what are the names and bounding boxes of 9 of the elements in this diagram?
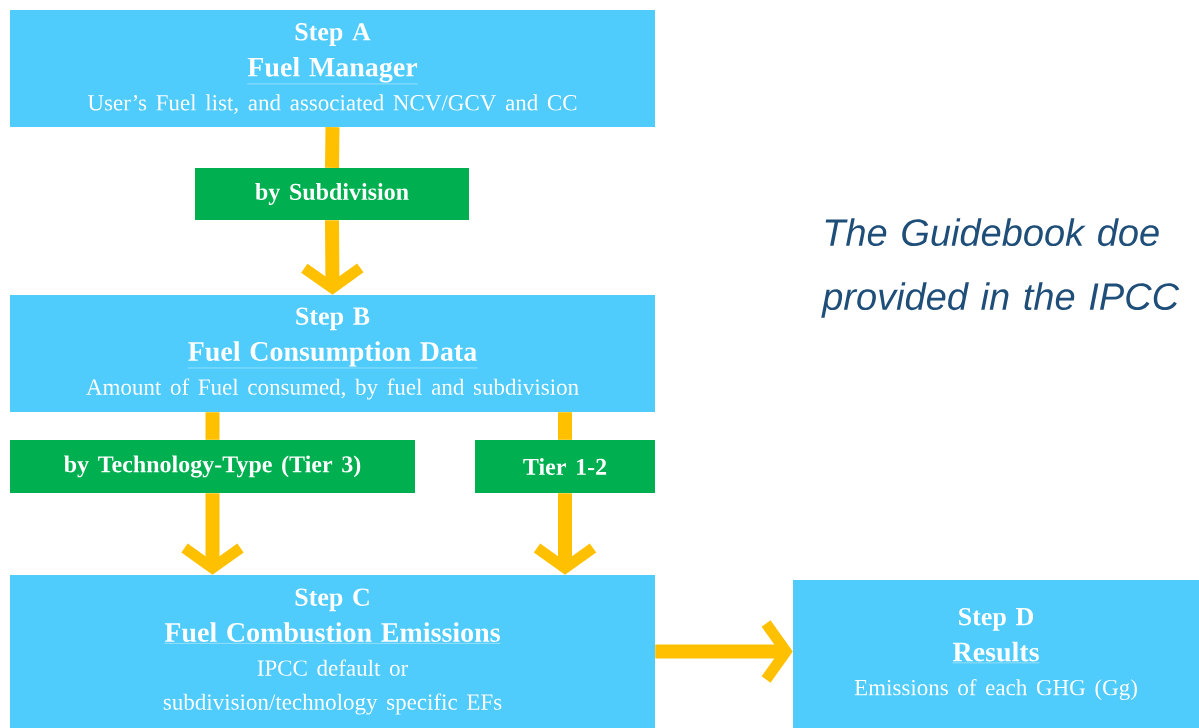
heading-text: The Guidebook doe provided in the IPCC	[821, 218, 1180, 318]
condition-box: by Subdivision	[195, 168, 469, 220]
step-box: Step B Fuel Consumption Data Amount of Fuel consumed, by fuel and subdivision	[10, 295, 655, 412]
step-box: Step C Fuel Combustion Emissions IPCC default or subdivision/technology specific EFs	[10, 575, 655, 728]
step-box: Step D Results Emissions of each GHG (Gg)	[793, 580, 1199, 728]
condition-box: Tier 1-2	[475, 440, 655, 493]
step-box: Step A Fuel Manager User’s Fuel list, and associated NCV/GCV and CC	[10, 10, 655, 127]
condition-box: by Technology-Type (Tier 3)	[10, 440, 415, 493]
arrow	[655, 620, 793, 683]
